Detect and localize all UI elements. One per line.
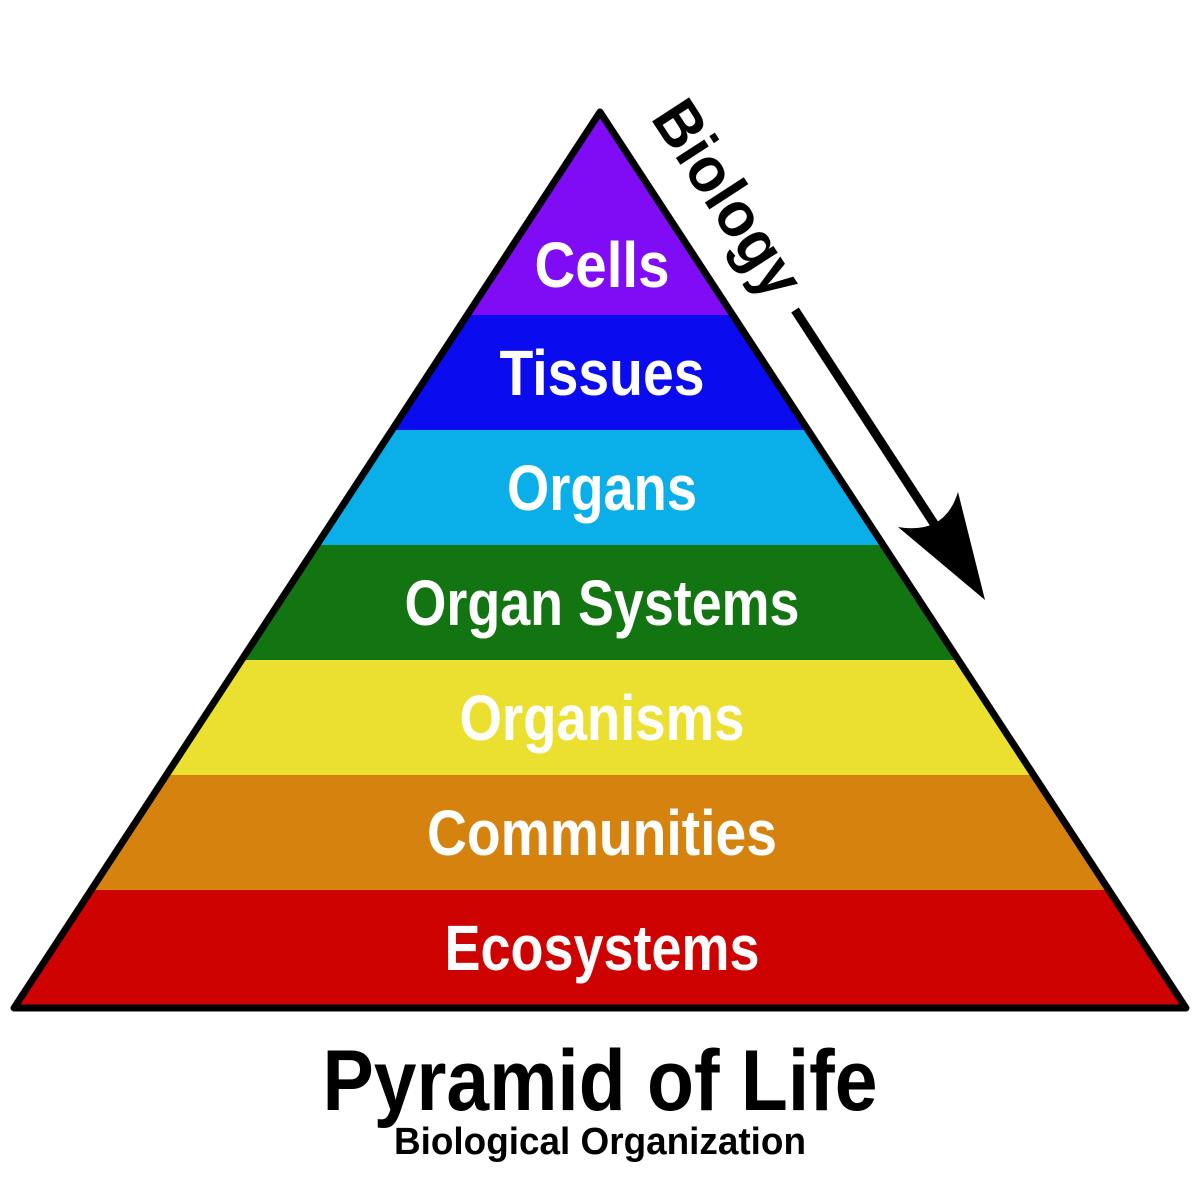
level-band-ecosystems xyxy=(14,890,1186,1008)
diagram-subtitle: Biological Organization xyxy=(394,1121,806,1163)
level-label: Tissues xyxy=(500,337,705,409)
pyramid-outline xyxy=(10,108,1190,1012)
level-label: Organs xyxy=(507,452,697,524)
level-label: Organisms xyxy=(460,682,745,754)
level-band-communities xyxy=(14,775,1186,891)
arrowhead-icon xyxy=(898,492,985,600)
level-label: Organ Systems xyxy=(405,567,800,639)
level-label: Cells xyxy=(535,229,670,301)
level-label: Communities xyxy=(427,797,777,869)
diagram-title: Pyramid of Life xyxy=(323,1033,878,1129)
level-label: Ecosystems xyxy=(445,912,760,984)
